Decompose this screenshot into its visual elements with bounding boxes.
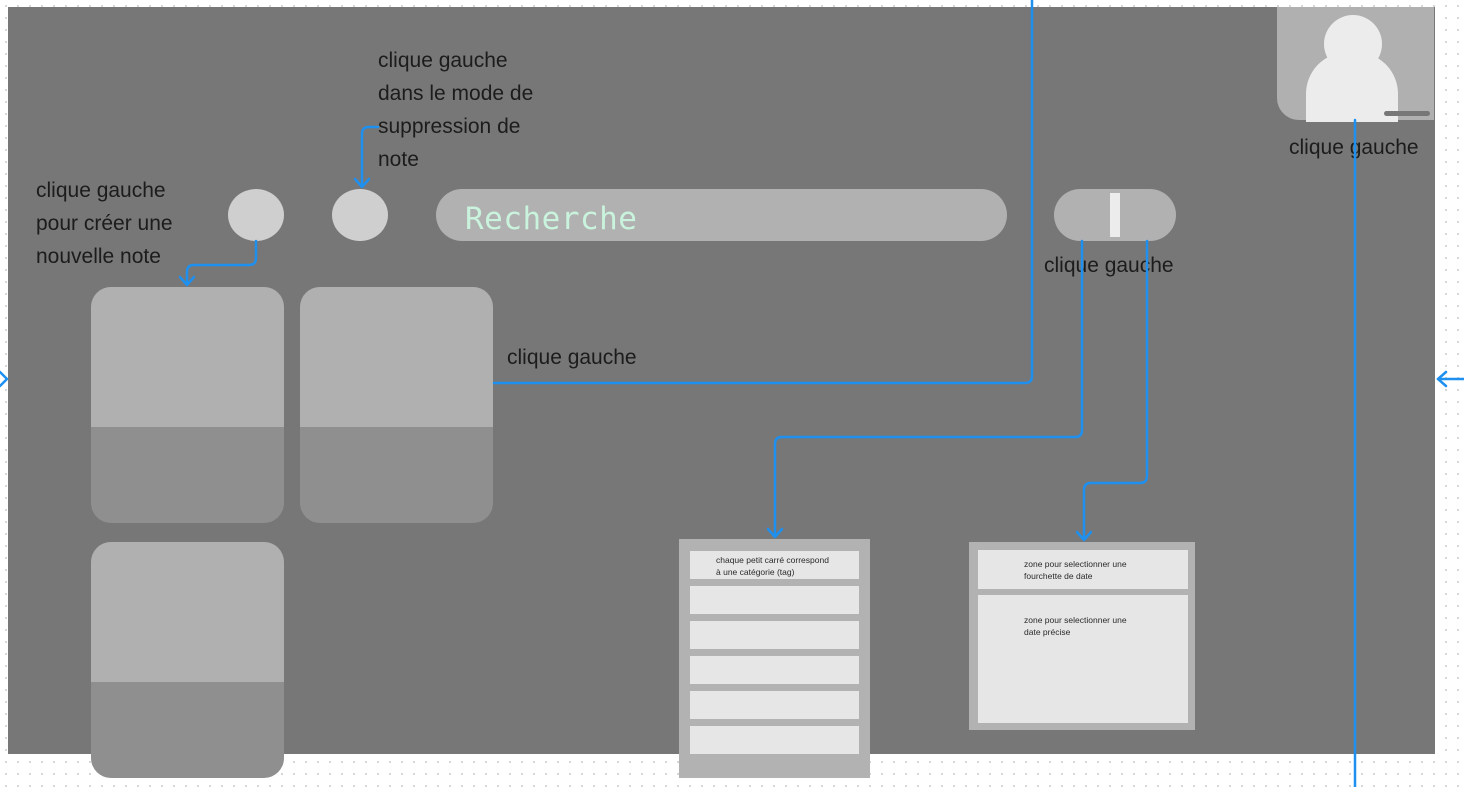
annotation-delete-mode: clique gauche dans le mode de suppressio…: [378, 44, 533, 176]
exact-date-label-line: date précise: [1024, 627, 1071, 637]
date-range-label-line: zone pour selectionner une: [1024, 559, 1127, 569]
tag-square[interactable]: [690, 621, 859, 649]
search-placeholder: Recherche: [465, 201, 638, 237]
date-range-label-line: fourchette de date: [1024, 571, 1093, 581]
arrowhead-right-edge: [1436, 370, 1448, 388]
tag-panel-header: chaque petit carré correspond à une caté…: [690, 551, 859, 579]
tag-square[interactable]: [690, 586, 859, 614]
filter-toggle-handle[interactable]: [1110, 193, 1120, 237]
note-card[interactable]: [300, 287, 493, 523]
annotation-line: nouvelle note: [36, 245, 161, 268]
annotation-note-click: clique gauche: [507, 346, 637, 369]
avatar-body-icon: [1306, 52, 1398, 122]
exact-date-label-line: zone pour selectionner une: [1024, 615, 1127, 625]
annotation-line: note: [378, 148, 419, 171]
annotation-line: pour créer une: [36, 212, 173, 235]
arrowhead-left-edge: [0, 370, 9, 388]
delete-mode-button[interactable]: [332, 189, 388, 241]
note-card[interactable]: [91, 542, 284, 778]
annotation-create-note: clique gauche pour créer une nouvelle no…: [36, 174, 173, 273]
annotation-filter-click: clique gauche: [1044, 254, 1174, 277]
date-range-zone[interactable]: zone pour selectionner une fourchette de…: [978, 550, 1188, 589]
tag-panel-header-line: à une catégorie (tag): [716, 567, 795, 577]
annotation-line: dans le mode de: [378, 82, 534, 105]
annotation-line: clique gauche: [378, 49, 508, 72]
create-note-button[interactable]: [228, 189, 284, 241]
annotation-line: suppression de: [378, 115, 521, 138]
exact-date-zone[interactable]: zone pour selectionner une date précise: [978, 595, 1188, 723]
annotation-profile-click: clique gauche: [1289, 136, 1419, 159]
avatar-dash: [1384, 111, 1430, 116]
tag-square[interactable]: [690, 726, 859, 754]
note-card[interactable]: [91, 287, 284, 523]
tag-square[interactable]: [690, 691, 859, 719]
tag-square[interactable]: [690, 656, 859, 684]
tag-panel-header-line: chaque petit carré correspond: [716, 555, 829, 565]
annotation-line: clique gauche: [36, 179, 166, 202]
